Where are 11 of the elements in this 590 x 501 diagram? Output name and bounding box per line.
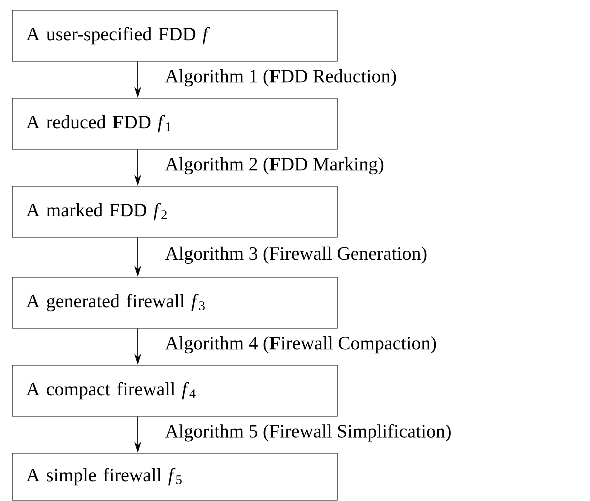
process-box: A marked FDD f$_{2}$	[12, 186, 338, 238]
process-box: A user-specified FDD f	[12, 10, 338, 62]
process-box: A compact firewall f$_{4}$	[12, 365, 338, 417]
edge-label: Algorithm 2 (FDD Marking)	[165, 157, 384, 175]
process-box: A generated firewall f$_{3}$	[12, 277, 338, 329]
edge-label: Algorithm 4 (Firewall Compaction)	[165, 336, 436, 354]
process-box: A simple firewall f$_{5}$	[12, 453, 338, 501]
process-box: A reduced FDD f$_{1}$	[12, 98, 338, 150]
edge-label: Algorithm 3 (Firewall Generation)	[165, 246, 427, 264]
edge-label: Algorithm 1 (FDD Reduction)	[165, 69, 396, 87]
edge-label: Algorithm 5 (Firewall Simplification)	[165, 424, 451, 442]
